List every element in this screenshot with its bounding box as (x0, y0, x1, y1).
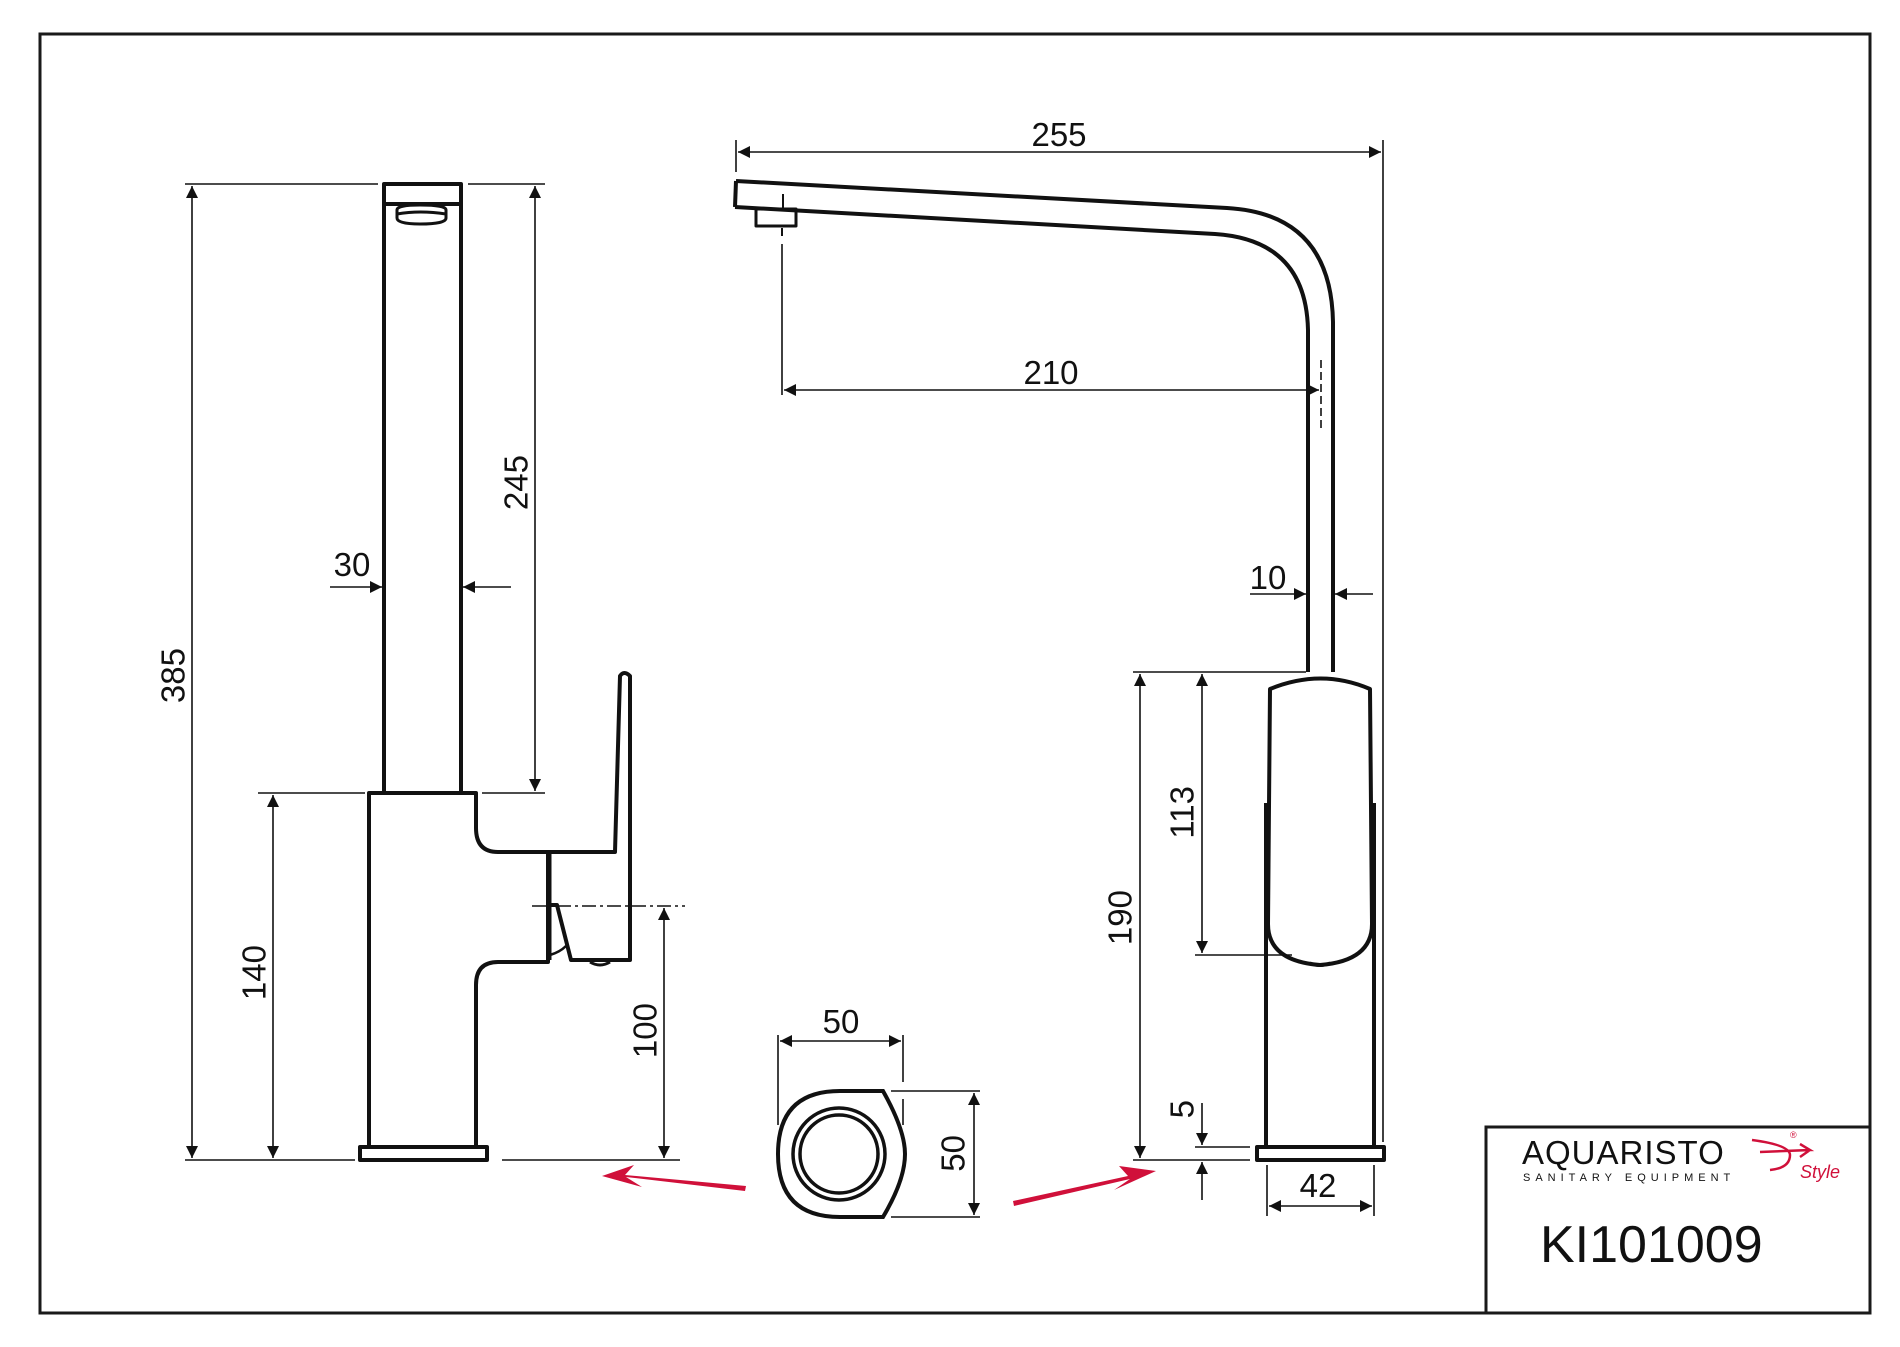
spout-tip (733, 180, 738, 208)
outlet-aerator (754, 207, 798, 228)
side-view (358, 182, 632, 1162)
spout-ring-outer (791, 1106, 887, 1202)
brand-swoosh-icon (1751, 1138, 1815, 1172)
spout-arm (735, 179, 1335, 672)
lever-knob (589, 960, 611, 967)
brand-script: Style (1800, 1162, 1841, 1182)
lever-capsule (1266, 676, 1374, 967)
brand-tagline: SANITARY EQUIPMENT (1523, 1172, 1736, 1184)
faucet-body (367, 791, 550, 1149)
aerator-icon (395, 203, 448, 226)
top-view (775, 1089, 908, 1219)
dim-label-10: 10 (1249, 559, 1287, 596)
dim-label-50-width: 50 (822, 1003, 860, 1040)
model-code: KI101009 (1540, 1216, 1763, 1274)
dim-label-245: 245 (497, 455, 535, 511)
registered-mark: ® (1790, 1130, 1797, 1140)
brand-name: AQUARISTO (1522, 1134, 1725, 1171)
red-arrow-right-icon (1013, 1166, 1156, 1206)
dim-label-42: 42 (1299, 1167, 1337, 1204)
title-block-frame (1484, 1125, 1872, 1315)
dim-label-113: 113 (1163, 786, 1201, 839)
dim-label-385: 385 (154, 648, 192, 704)
drawing-frame (38, 32, 1872, 1315)
spout-arm-inner (734, 205, 1310, 672)
top-view-dimensions (777, 1035, 980, 1218)
lever-hinge (549, 945, 567, 957)
pointer-arrows (602, 1165, 1156, 1206)
dim-label-255: 255 (1031, 116, 1087, 153)
dim-label-100: 100 (626, 1003, 664, 1059)
base-plate-front (1255, 1145, 1386, 1162)
spout-ring-inner (798, 1113, 880, 1195)
red-arrow-left-icon (602, 1165, 746, 1191)
dim-label-190: 190 (1101, 890, 1139, 946)
dim-label-140: 140 (235, 945, 273, 1001)
side-view-dimensions (185, 183, 685, 1161)
front-view-dimensions (735, 140, 1384, 1216)
dim-label-50-depth: 50 (934, 1135, 972, 1172)
dim-label-210: 210 (1023, 354, 1079, 391)
body-knob (1309, 961, 1331, 967)
dim-label-30: 30 (333, 546, 371, 583)
base-plate (358, 1145, 489, 1162)
spout-column (382, 182, 463, 795)
dim-label-5: 5 (1163, 1100, 1201, 1119)
front-view (733, 179, 1386, 1162)
base-outline (775, 1089, 908, 1219)
lever (548, 671, 632, 962)
